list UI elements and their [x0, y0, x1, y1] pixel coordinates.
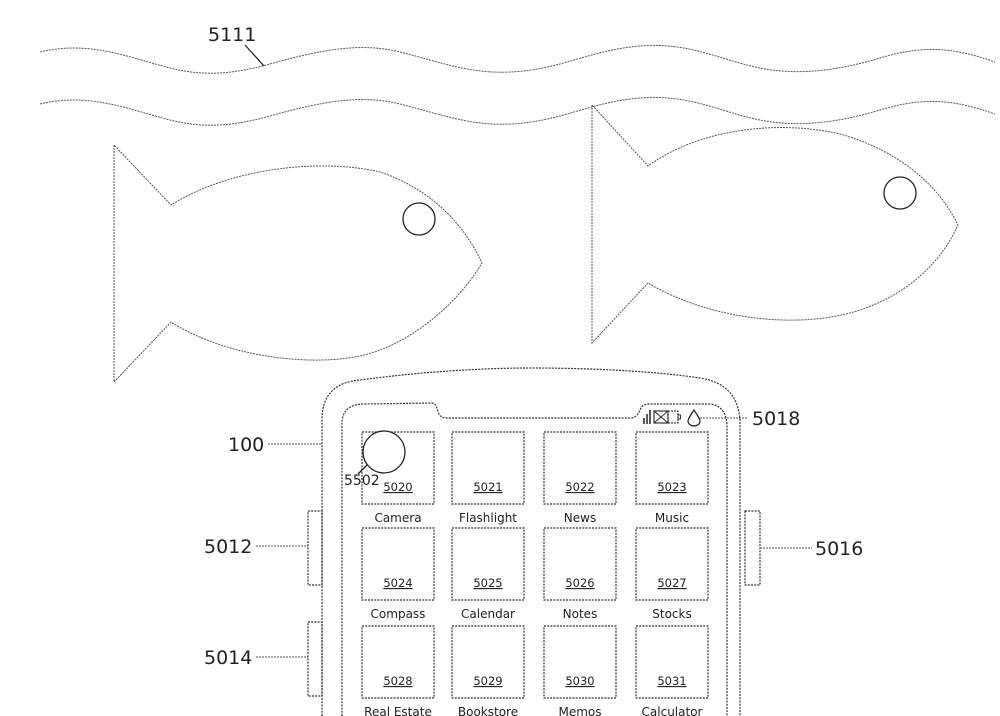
water-drop-icon	[687, 408, 701, 427]
app-tile[interactable]	[361, 625, 435, 699]
app-grid: 5020Camera5021Flashlight5022News5023Musi…	[361, 431, 709, 716]
app-ref-number: 5031	[657, 674, 686, 688]
app-label: Notes	[563, 607, 598, 621]
app-tile[interactable]	[451, 625, 525, 699]
app-ref-number: 5020	[383, 480, 412, 494]
battery-icon	[653, 410, 681, 424]
ref-label-5014: 5014	[204, 647, 252, 669]
water-surface-wave-upper	[39, 44, 996, 74]
app-tile[interactable]	[451, 527, 525, 601]
app-label: Bookstore	[458, 705, 518, 716]
app-tile[interactable]	[635, 527, 709, 601]
app-label: Stocks	[652, 607, 691, 621]
device-body	[321, 367, 741, 716]
device-screen	[341, 402, 728, 716]
app-tile[interactable]	[361, 431, 435, 505]
ref-label-100: 100	[228, 434, 264, 456]
app-label: Music	[655, 511, 689, 525]
fish-left-outline	[113, 143, 483, 384]
touch-contact-circle	[362, 430, 406, 474]
leader-line-5111	[244, 44, 265, 67]
ref-label-5018: 5018	[752, 408, 800, 430]
app-ref-number: 5021	[473, 480, 502, 494]
fish-left-eye	[402, 202, 436, 236]
app-label: Camera	[374, 511, 421, 525]
app-label: Memos	[558, 705, 601, 716]
app-ref-number: 5023	[657, 480, 686, 494]
button-volume-down[interactable]	[307, 621, 323, 697]
fish-right-outline	[591, 103, 959, 345]
app-tile[interactable]	[543, 625, 617, 699]
app-ref-number: 5029	[473, 674, 502, 688]
status-bar	[643, 408, 701, 427]
app-tile[interactable]	[451, 431, 525, 505]
ref-label-5111: 5111	[208, 24, 256, 46]
app-label: Calculator	[642, 705, 703, 716]
app-tile[interactable]	[635, 625, 709, 699]
app-ref-number: 5025	[473, 576, 502, 590]
signal-icon	[643, 410, 651, 424]
ref-label-5016: 5016	[815, 538, 863, 560]
fish-right	[591, 103, 959, 345]
ref-label-5502: 5502	[344, 473, 380, 489]
water-surface-wave-lower	[39, 96, 996, 126]
ref-label-5012: 5012	[204, 536, 252, 558]
app-ref-number: 5028	[383, 674, 412, 688]
button-volume-up[interactable]	[307, 510, 323, 586]
app-ref-number: 5024	[383, 576, 412, 590]
app-label: Real Estate	[364, 705, 432, 716]
fish-right-eye	[883, 176, 917, 210]
app-tile[interactable]	[361, 527, 435, 601]
app-tile[interactable]	[543, 527, 617, 601]
app-label: Calendar	[461, 607, 515, 621]
app-ref-number: 5026	[565, 576, 594, 590]
app-ref-number: 5030	[565, 674, 594, 688]
app-ref-number: 5027	[657, 576, 686, 590]
app-label: News	[564, 511, 596, 525]
fish-left	[113, 143, 483, 384]
app-ref-number: 5022	[565, 480, 594, 494]
leader-line-5502	[357, 464, 368, 475]
app-tile[interactable]	[635, 431, 709, 505]
app-label: Flashlight	[459, 511, 517, 525]
app-label: Compass	[371, 607, 426, 621]
app-tile[interactable]	[543, 431, 617, 505]
button-power[interactable]	[744, 510, 761, 586]
